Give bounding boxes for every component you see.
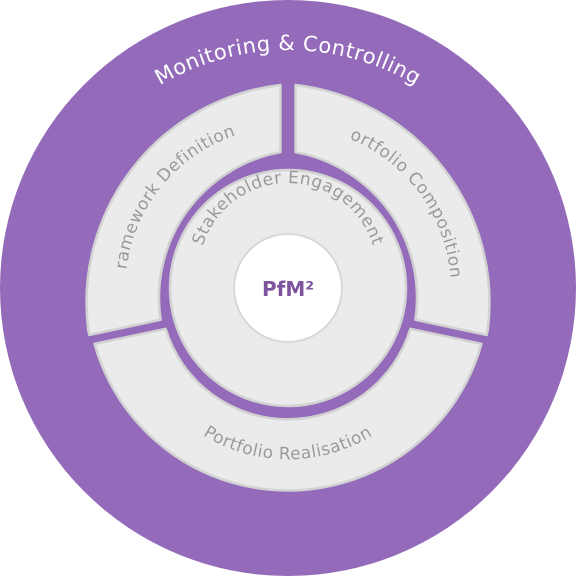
center-label: PfM² xyxy=(262,277,314,301)
segment-portfolio-composition[interactable] xyxy=(294,83,491,337)
center-circle[interactable] xyxy=(233,233,343,343)
segment-framework-definition[interactable] xyxy=(85,83,282,337)
segment-portfolio-realisation[interactable] xyxy=(93,327,483,492)
